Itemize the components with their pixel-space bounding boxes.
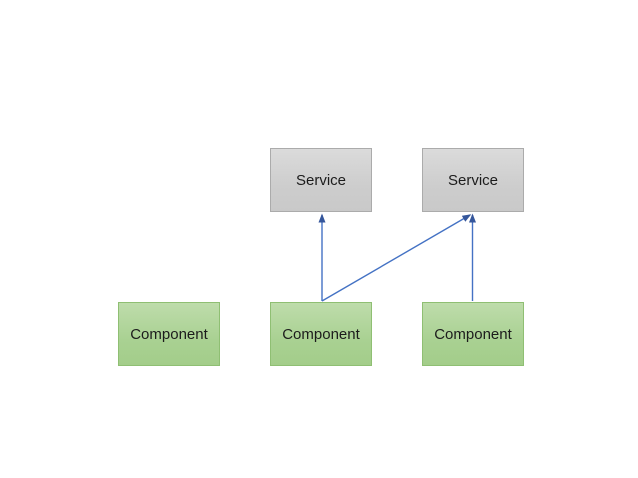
node-service-1: Service (270, 148, 372, 212)
node-component-2: Component (270, 302, 372, 366)
node-component-3: Component (422, 302, 524, 366)
node-service-2: Service (422, 148, 524, 212)
node-service-1-label: Service (295, 171, 347, 189)
node-component-2-label: Component (282, 325, 360, 343)
edge-component2-service2 (321, 214, 472, 302)
node-service-2-label: Service (447, 171, 499, 189)
node-component-1-label: Component (130, 325, 208, 343)
node-component-3-label: Component (434, 325, 512, 343)
node-component-1: Component (118, 302, 220, 366)
